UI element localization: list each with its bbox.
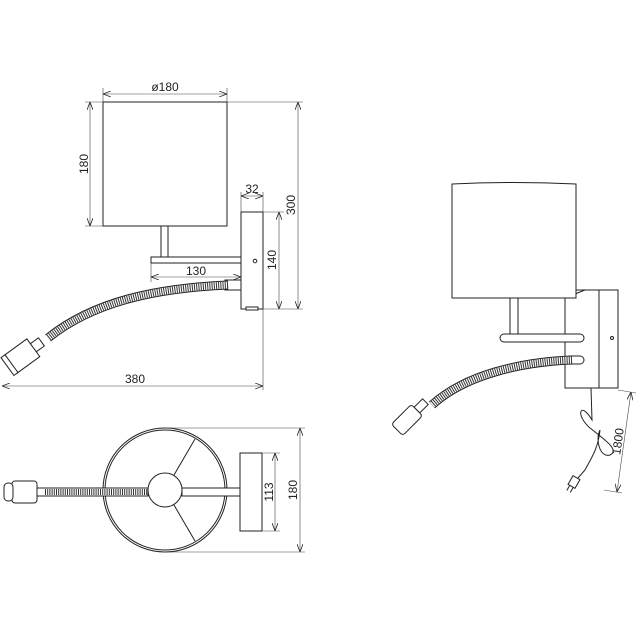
dim-cord-length: 1800 <box>609 427 627 456</box>
shade-spoke <box>173 504 196 542</box>
shade-stem <box>509 297 519 335</box>
dim-plate-height: 140 <box>265 250 279 270</box>
switch-icon <box>252 258 258 264</box>
arm <box>181 487 241 497</box>
reading-light-head <box>0 337 46 377</box>
perspective-view: 1800 <box>392 182 637 494</box>
switch-icon <box>610 336 614 340</box>
dim-shade-height: 180 <box>77 154 91 174</box>
top-view: 113 180 <box>3 427 305 553</box>
arm <box>499 333 585 343</box>
lamp-shade <box>451 182 577 299</box>
front-view: ø180 180 300 32 140 130 380 <box>0 80 303 390</box>
shade-spoke <box>173 438 196 476</box>
wall-plate <box>239 452 263 532</box>
dim-total-height: 300 <box>284 195 298 215</box>
gooseneck <box>429 356 573 408</box>
dim-arm-length: 130 <box>186 264 206 278</box>
lamp-shade <box>102 101 228 227</box>
plate-bottom <box>245 306 259 311</box>
plug-icon <box>566 474 581 493</box>
dim-line-cord-length <box>617 392 631 492</box>
reading-light-head <box>392 398 429 435</box>
dim-total-length: 380 <box>125 372 145 386</box>
shade-stem <box>160 225 169 258</box>
dim-plate-depth: 32 <box>245 182 259 196</box>
power-cord <box>577 387 614 479</box>
dim-shade-width: 180 <box>286 480 300 500</box>
reading-light-head <box>11 480 38 504</box>
dim-shade-diameter: ø180 <box>151 80 179 94</box>
shade-hub <box>147 472 183 508</box>
dim-plate-width: 113 <box>262 482 276 501</box>
wall-plate <box>240 211 264 310</box>
arm <box>150 256 242 264</box>
